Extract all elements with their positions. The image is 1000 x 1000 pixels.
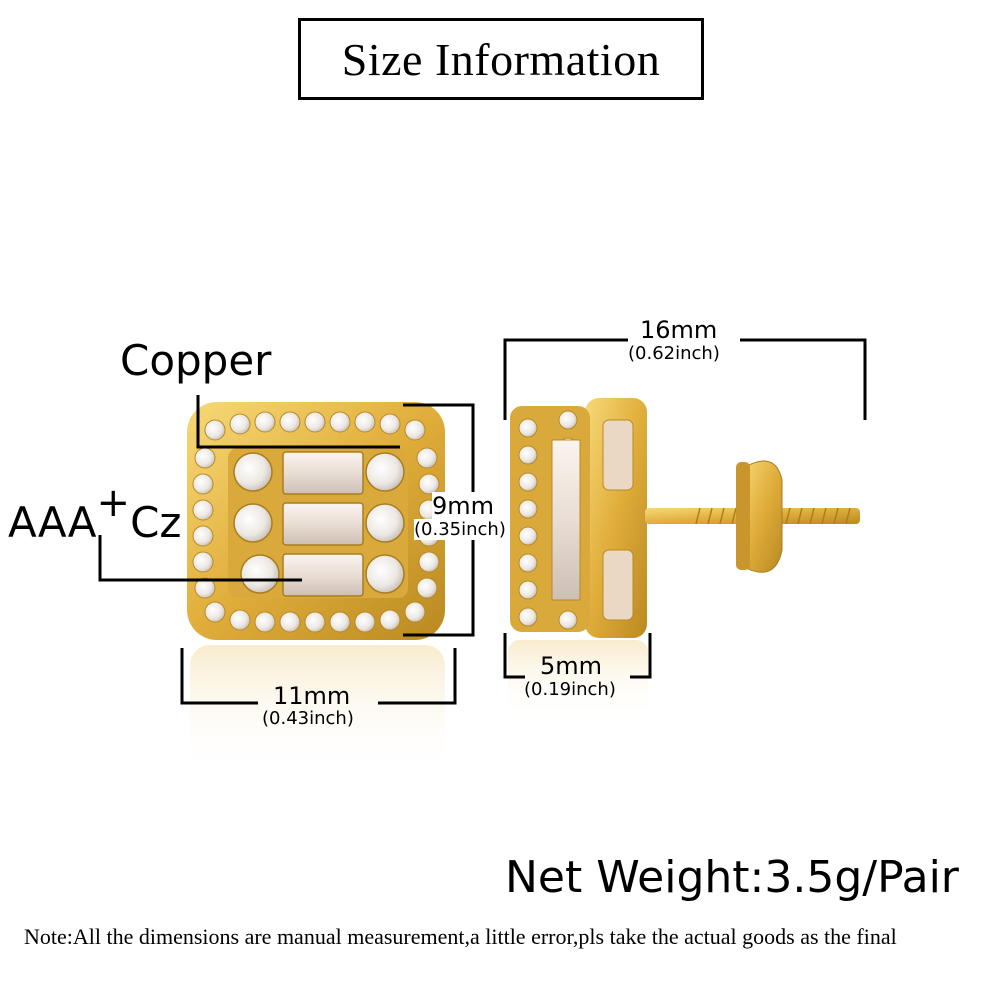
side-window-bottom bbox=[602, 549, 634, 621]
stone-label-suffix: Cz bbox=[130, 498, 182, 547]
stone-label-main: AAA bbox=[8, 498, 97, 547]
screw-back-rim bbox=[736, 462, 750, 570]
baguette-stones bbox=[282, 451, 364, 597]
length-inch: (0.62inch) bbox=[628, 343, 720, 364]
side-stones bbox=[518, 410, 578, 630]
side-window-top bbox=[602, 419, 634, 491]
width-mm: 11mm bbox=[273, 682, 351, 710]
screw-back bbox=[739, 460, 783, 573]
front-view-earring bbox=[187, 402, 445, 640]
depth-mm: 5mm bbox=[540, 652, 603, 680]
stone-label-plus: + bbox=[96, 480, 131, 526]
title-text: Size Information bbox=[341, 33, 661, 85]
net-weight: Net Weight:3.5g/Pair bbox=[505, 852, 959, 903]
round-center-stones bbox=[233, 452, 405, 594]
front-reflection bbox=[190, 645, 445, 775]
page-title: Size Information bbox=[298, 18, 704, 100]
side-reflection bbox=[508, 640, 648, 720]
side-view-earring bbox=[510, 398, 860, 638]
height-inch: (0.35inch) bbox=[414, 519, 506, 540]
material-label: Copper bbox=[120, 336, 272, 385]
side-baguette bbox=[551, 439, 581, 601]
depth-inch: (0.19inch) bbox=[524, 679, 616, 700]
halo-stones bbox=[192, 411, 440, 633]
width-inch: (0.43inch) bbox=[262, 708, 354, 729]
stone-label: AAA+Cz bbox=[8, 480, 182, 547]
height-mm: 9mm bbox=[432, 492, 495, 520]
screw-threads bbox=[695, 507, 851, 525]
measurement-note: Note:All the dimensions are manual measu… bbox=[24, 924, 897, 949]
length-mm: 16mm bbox=[640, 316, 718, 344]
dimension-lines bbox=[98, 338, 867, 705]
